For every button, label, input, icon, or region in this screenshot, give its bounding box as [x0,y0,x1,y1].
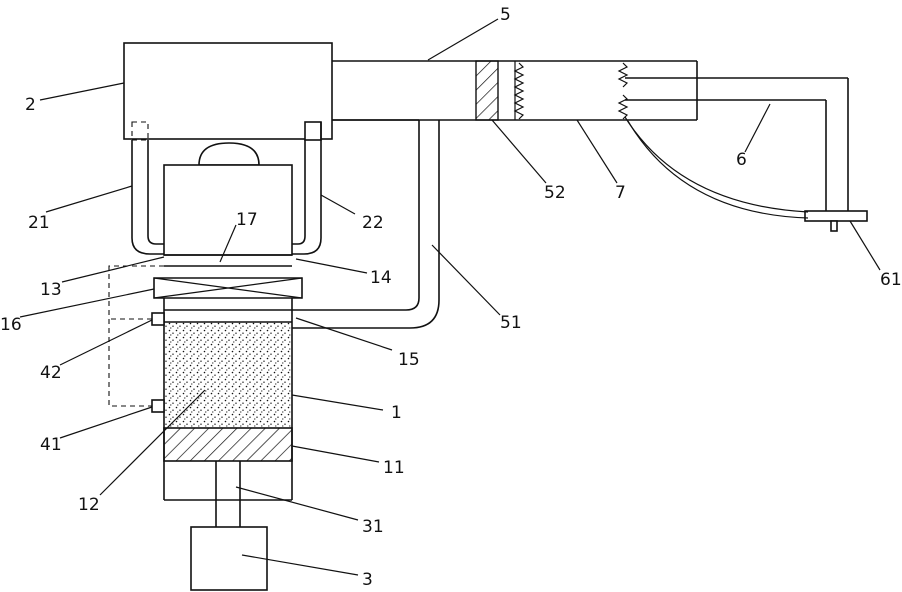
label-21: 21 [28,213,50,233]
label-1: 1 [391,403,402,423]
upper-chamber [164,165,292,255]
hose-7 [625,117,808,218]
label-22: 22 [362,213,384,233]
dome [199,143,259,165]
label-5: 5 [500,5,511,25]
label-41: 41 [40,435,62,455]
label-51: 51 [500,313,522,333]
rod-31 [216,461,240,527]
label-31: 31 [362,517,384,537]
piston-11 [164,428,292,461]
powder-12 [165,322,291,428]
label-3: 3 [362,570,373,590]
label-17: 17 [236,210,258,230]
motor-3 [191,527,267,590]
nozzle-61 [805,211,867,231]
label-52: 52 [544,183,566,203]
pipe-6 [625,78,848,212]
label-15: 15 [398,350,420,370]
label-2: 2 [25,95,36,115]
housing-2 [124,43,332,139]
label-11: 11 [383,458,405,478]
label-61: 61 [880,270,902,290]
label-14: 14 [370,268,392,288]
label-7: 7 [615,183,626,203]
tube-21 [132,140,164,254]
label-42: 42 [40,363,62,383]
label-6: 6 [736,150,747,170]
tube-22 [292,122,321,254]
label-12: 12 [78,495,100,515]
label-13: 13 [40,280,62,300]
spring-elements [515,61,627,120]
label-16: 16 [0,315,22,335]
filter-52 [476,61,498,120]
valve-16 [154,278,302,298]
